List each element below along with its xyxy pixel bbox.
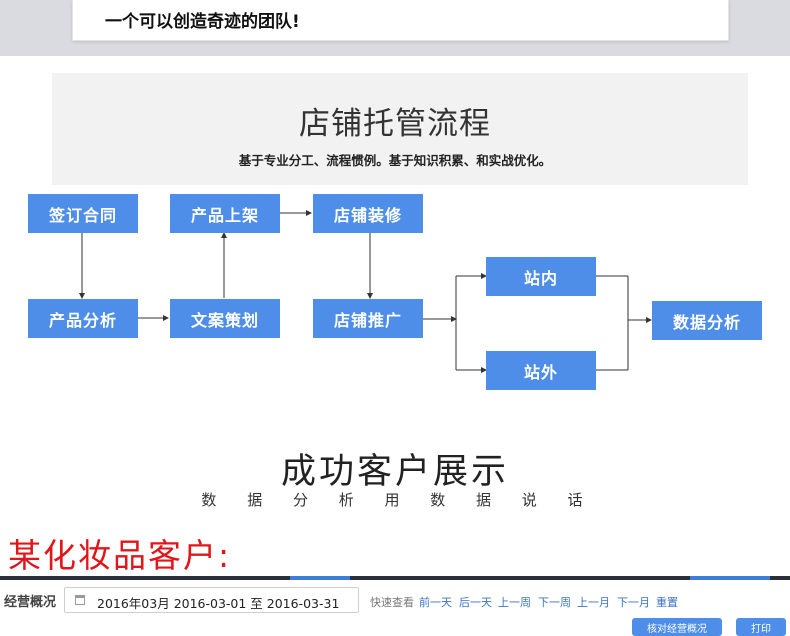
quick-link-prev-day[interactable]: 前一天 — [419, 596, 452, 609]
quick-link-prev-month[interactable]: 上一月 — [577, 596, 610, 609]
top-banner-card — [72, 0, 729, 41]
flow-box-onsite: 站内 — [486, 257, 596, 296]
flow-box-sign-contract: 签订合同 — [28, 194, 138, 233]
client-label: 某化妆品客户: — [8, 536, 232, 575]
flow-box-store-decoration: 店铺装修 — [313, 194, 423, 233]
flow-box-store-promotion: 店铺推广 — [313, 299, 423, 338]
quick-link-next-week[interactable]: 下一周 — [538, 596, 571, 609]
process-subtitle: 基于专业分工、流程惯例。基于知识积累、和实战优化。 — [238, 153, 552, 168]
dashboard-top-bar — [0, 576, 790, 580]
flow-box-copywriting: 文案策划 — [170, 299, 280, 338]
quick-link-next-day[interactable]: 后一天 — [459, 596, 492, 609]
process-title: 店铺托管流程 — [299, 106, 491, 142]
dashboard-bar-accent — [690, 576, 770, 580]
showcase-title: 成功客户展示 — [280, 452, 509, 492]
date-range-text: 2016年03月 2016-03-01 至 2016-03-31 — [97, 596, 340, 611]
banner-slogan: 一个可以创造奇迹的团队! — [105, 12, 300, 32]
date-range-picker[interactable]: 2016年03月 2016-03-01 至 2016-03-31 — [64, 587, 359, 613]
dashboard-bar-accent — [290, 576, 350, 580]
flow-box-data-analysis: 数据分析 — [652, 301, 762, 340]
flow-box-offsite: 站外 — [486, 351, 596, 390]
verify-overview-button[interactable]: 核对经营概况 — [632, 618, 722, 636]
print-button[interactable]: 打印 — [736, 618, 786, 636]
process-header-block — [52, 73, 748, 185]
quick-link-prev-week[interactable]: 上一周 — [498, 596, 531, 609]
quick-view-label: 快速查看 — [370, 596, 414, 609]
dashboard-label: 经营概况 — [4, 595, 57, 610]
calendar-icon — [75, 595, 85, 605]
quick-link-next-month[interactable]: 下一月 — [617, 596, 650, 609]
showcase-subtitle: 数 据 分 析 用 数 据 说 话 — [201, 491, 589, 509]
flow-box-product-analysis: 产品分析 — [28, 299, 138, 338]
flow-box-product-listing: 产品上架 — [170, 194, 280, 233]
quick-link-reset[interactable]: 重置 — [656, 596, 678, 609]
